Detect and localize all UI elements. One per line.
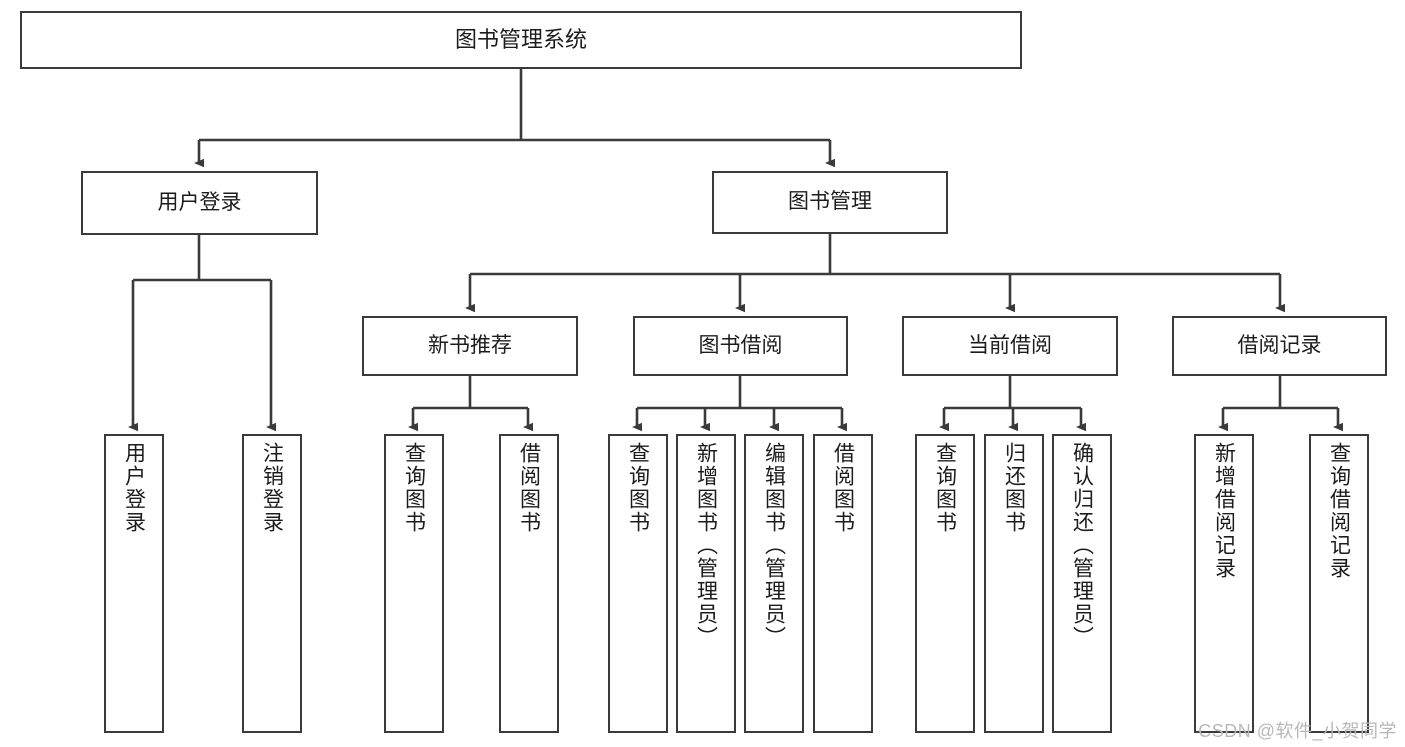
node-label: 查询图书 xyxy=(402,442,426,534)
node-label: 新书推荐 xyxy=(428,333,512,357)
node-label: 用户登录 xyxy=(122,442,146,534)
node-label: 确认归还（管理员） xyxy=(1070,442,1094,649)
node-label: 查询图书 xyxy=(933,442,957,534)
leaf-query-book-borrow[interactable]: 查询图书 xyxy=(608,434,668,733)
node-label: 新增图书（管理员） xyxy=(694,442,718,649)
node-label: 图书借阅 xyxy=(698,333,783,357)
node-label: 用户登录 xyxy=(157,190,242,214)
node-root-system[interactable]: 图书管理系统 xyxy=(20,11,1022,69)
node-label: 图书管理 xyxy=(788,190,872,214)
node-label: 查询图书 xyxy=(626,442,650,534)
node-current-borrow[interactable]: 当前借阅 xyxy=(902,316,1118,376)
node-book-borrow[interactable]: 图书借阅 xyxy=(633,316,848,376)
leaf-query-borrow-record[interactable]: 查询借阅记录 xyxy=(1309,434,1369,733)
leaf-user-logout[interactable]: 注销登录 xyxy=(242,434,302,733)
node-label: 查询借阅记录 xyxy=(1327,442,1351,580)
leaf-add-book-admin[interactable]: 新增图书（管理员） xyxy=(676,434,736,733)
node-book-management[interactable]: 图书管理 xyxy=(712,171,948,234)
leaf-edit-book-admin[interactable]: 编辑图书（管理员） xyxy=(744,434,804,733)
watermark-text: CSDN @软件_小贺同学 xyxy=(1198,721,1397,741)
leaf-query-book-current[interactable]: 查询图书 xyxy=(915,434,975,733)
node-label: 归还图书 xyxy=(1002,442,1026,534)
leaf-confirm-return-admin[interactable]: 确认归还（管理员） xyxy=(1052,434,1112,733)
leaf-add-borrow-record[interactable]: 新增借阅记录 xyxy=(1194,434,1254,733)
leaf-return-book[interactable]: 归还图书 xyxy=(984,434,1044,733)
node-label: 注销登录 xyxy=(260,442,284,534)
leaf-borrow-book[interactable]: 借阅图书 xyxy=(813,434,873,733)
node-label: 图书管理系统 xyxy=(454,27,587,53)
node-new-book-recommend[interactable]: 新书推荐 xyxy=(362,316,578,376)
node-label: 新增借阅记录 xyxy=(1212,442,1236,580)
node-user-login[interactable]: 用户登录 xyxy=(81,171,318,235)
leaf-borrow-book-new[interactable]: 借阅图书 xyxy=(499,434,559,733)
node-label: 借阅图书 xyxy=(517,442,541,534)
node-borrow-record[interactable]: 借阅记录 xyxy=(1172,316,1387,376)
leaf-user-login[interactable]: 用户登录 xyxy=(104,434,164,733)
node-label: 借阅图书 xyxy=(831,442,855,534)
node-label: 借阅记录 xyxy=(1237,333,1322,357)
leaf-query-book-new[interactable]: 查询图书 xyxy=(384,434,444,733)
node-label: 编辑图书（管理员） xyxy=(762,442,786,649)
node-label: 当前借阅 xyxy=(968,333,1052,357)
